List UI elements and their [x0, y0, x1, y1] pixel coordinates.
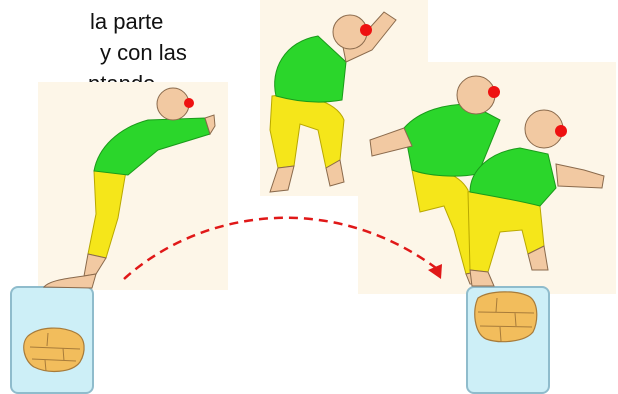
left-platform-box [11, 287, 93, 393]
nose [555, 125, 567, 137]
nose [488, 86, 500, 98]
left-stone [24, 328, 84, 371]
right-stone [475, 292, 537, 342]
right-platform-box [467, 287, 549, 393]
left-panel [38, 82, 228, 290]
nose [360, 24, 372, 36]
nose [184, 98, 194, 108]
